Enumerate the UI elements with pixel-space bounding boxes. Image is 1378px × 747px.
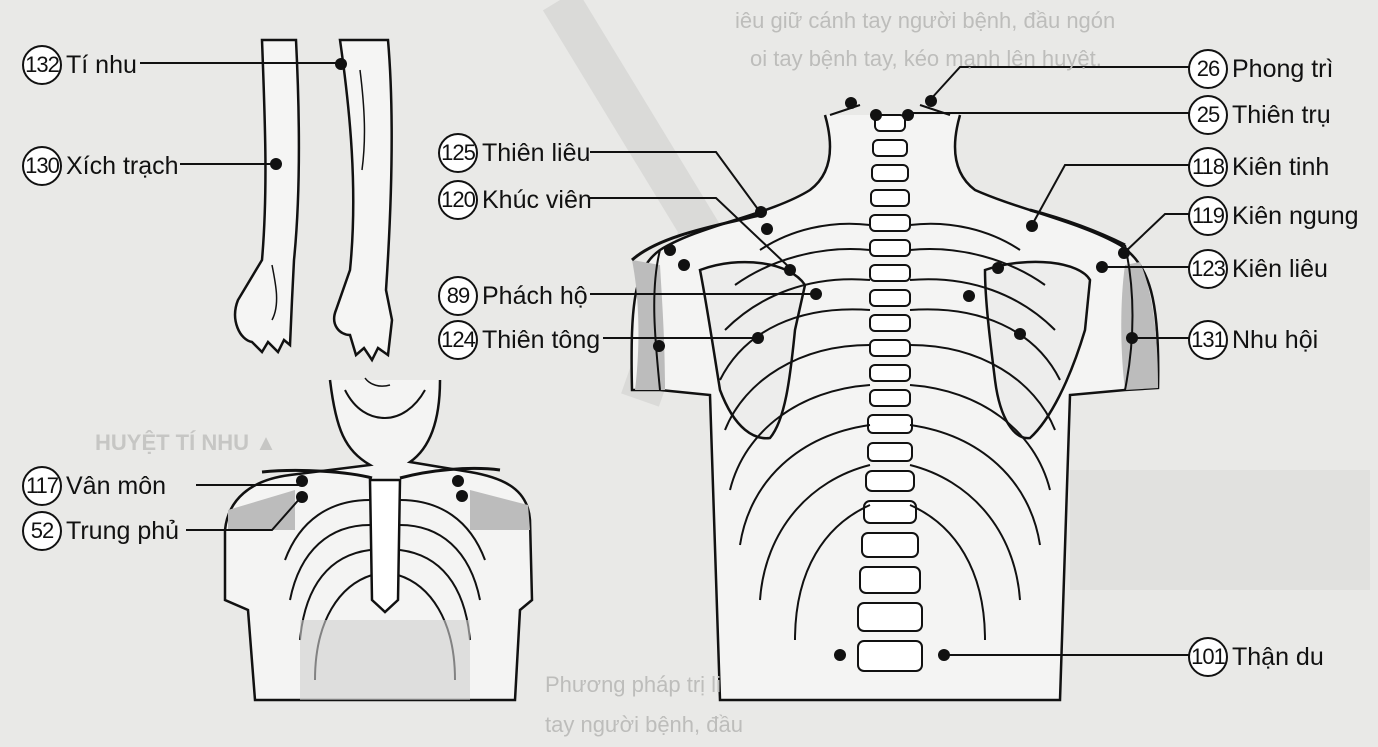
- point-than-du-left: [834, 649, 846, 661]
- right-arm: [333, 38, 394, 363]
- point-khuc-vien-left-2: [784, 264, 796, 276]
- label-number: 26: [1188, 49, 1228, 89]
- label-number: 25: [1188, 95, 1228, 135]
- label-number: 118: [1188, 147, 1228, 187]
- point-thien-tru-right: [902, 109, 914, 121]
- label-thien-tong: 124 Thiên tông: [438, 320, 600, 360]
- label-name: Thiên liêu: [482, 138, 591, 167]
- label-kien-ngung: 119 Kiên ngung: [1188, 196, 1359, 236]
- point-nhu-hoi-right: [1126, 332, 1138, 344]
- label-name: Phách hộ: [482, 281, 588, 310]
- label-ti-nhu: 132 Tí nhu: [22, 45, 137, 85]
- point-trung-phu-left: [296, 491, 308, 503]
- left-arm: [233, 38, 301, 355]
- point-khuc-vien-left: [761, 223, 773, 235]
- point-kien-lieu-right: [1096, 261, 1108, 273]
- point-xich-trach: [270, 158, 282, 170]
- label-name: Kiên liêu: [1232, 254, 1328, 283]
- point-than-du-right: [938, 649, 950, 661]
- point-phong-tri-right: [925, 95, 937, 107]
- label-name: Thận du: [1232, 642, 1324, 671]
- point-kien-ngung-left: [664, 244, 676, 256]
- label-van-mon: 117 Vân môn: [22, 466, 166, 506]
- label-trung-phu: 52 Trung phủ: [22, 511, 179, 551]
- label-name: Xích trạch: [66, 151, 179, 180]
- label-number: 119: [1188, 196, 1228, 236]
- label-number: 123: [1188, 249, 1228, 289]
- label-phong-tri: 26 Phong trì: [1188, 49, 1333, 89]
- shoulder-shade-left: [228, 490, 295, 530]
- label-name: Thiên trụ: [1232, 100, 1331, 129]
- label-name: Phong trì: [1232, 54, 1334, 83]
- label-thien-lieu: 125 Thiên liêu: [438, 133, 590, 173]
- shoulder-shade-right: [470, 490, 530, 530]
- label-number: 120: [438, 180, 478, 220]
- label-number: 132: [22, 45, 62, 85]
- point-nhu-hoi-left: [653, 340, 665, 352]
- point-ti-nhu: [335, 58, 347, 70]
- label-khuc-vien: 120 Khúc viên: [438, 180, 592, 220]
- label-phach-ho: 89 Phách hộ: [438, 276, 588, 316]
- label-number: 52: [22, 511, 62, 551]
- label-number: 89: [438, 276, 478, 316]
- label-name: Khúc viên: [482, 185, 592, 214]
- point-khuc-vien-right: [992, 262, 1004, 274]
- label-number: 101: [1188, 637, 1228, 677]
- point-thien-lieu-left: [755, 206, 767, 218]
- label-thien-tru: 25 Thiên trụ: [1188, 95, 1331, 135]
- label-name: Tí nhu: [66, 50, 137, 79]
- spine: [857, 114, 923, 672]
- back-ribs: [719, 222, 1061, 641]
- chest-figure: [223, 377, 534, 702]
- label-number: 124: [438, 320, 478, 360]
- bg-line-l5: tay người bệnh, đầu: [545, 712, 743, 737]
- label-number: 117: [22, 466, 62, 506]
- point-phach-ho-left: [810, 288, 822, 300]
- point-kien-ngung-right: [1118, 247, 1130, 259]
- point-kien-lieu-left: [678, 259, 690, 271]
- acupoints: [270, 58, 1138, 661]
- label-name: Thiên tông: [482, 325, 601, 354]
- label-name: Kiên tinh: [1232, 152, 1330, 181]
- label-name: Kiên ngung: [1232, 201, 1359, 230]
- point-thien-tru-left: [870, 109, 882, 121]
- bg-line-r0: iêu giữ cánh tay người bệnh, đầu ngón: [735, 8, 1116, 33]
- label-number: 131: [1188, 320, 1228, 360]
- leader-lines: [140, 62, 1190, 656]
- point-thien-tong-right: [1014, 328, 1026, 340]
- back-figure: [630, 104, 1160, 702]
- label-kien-lieu: 123 Kiên liêu: [1188, 249, 1328, 289]
- point-kien-tinh-right: [1026, 220, 1038, 232]
- bg-line-r1: oi tay bệnh tay, kéo mạnh lên huyệt.: [750, 46, 1102, 71]
- label-number: 130: [22, 146, 62, 186]
- point-phach-ho-right: [963, 290, 975, 302]
- label-than-du: 101 Thận du: [1188, 637, 1324, 677]
- label-xich-trach: 130 Xích trạch: [22, 146, 179, 186]
- point-van-mon-right: [452, 475, 464, 487]
- point-trung-phu-right: [456, 490, 468, 502]
- point-van-mon-left: [296, 475, 308, 487]
- sternum: [368, 478, 402, 614]
- bg-line-l4: Phương pháp trị li: [545, 672, 721, 697]
- label-kien-tinh: 118 Kiên tinh: [1188, 147, 1329, 187]
- left-scapula: [698, 260, 807, 440]
- point-thien-tong-left: [752, 332, 764, 344]
- label-name: Nhu hội: [1232, 325, 1319, 354]
- label-number: 125: [438, 133, 478, 173]
- point-phong-tri-left: [845, 97, 857, 109]
- arms-figure: [233, 38, 394, 363]
- bg-heading: HUYỆT TÍ NHU ▲: [95, 430, 277, 455]
- label-name: Trung phủ: [66, 516, 180, 545]
- label-nhu-hoi: 131 Nhu hội: [1188, 320, 1318, 360]
- label-name: Vân môn: [66, 471, 167, 500]
